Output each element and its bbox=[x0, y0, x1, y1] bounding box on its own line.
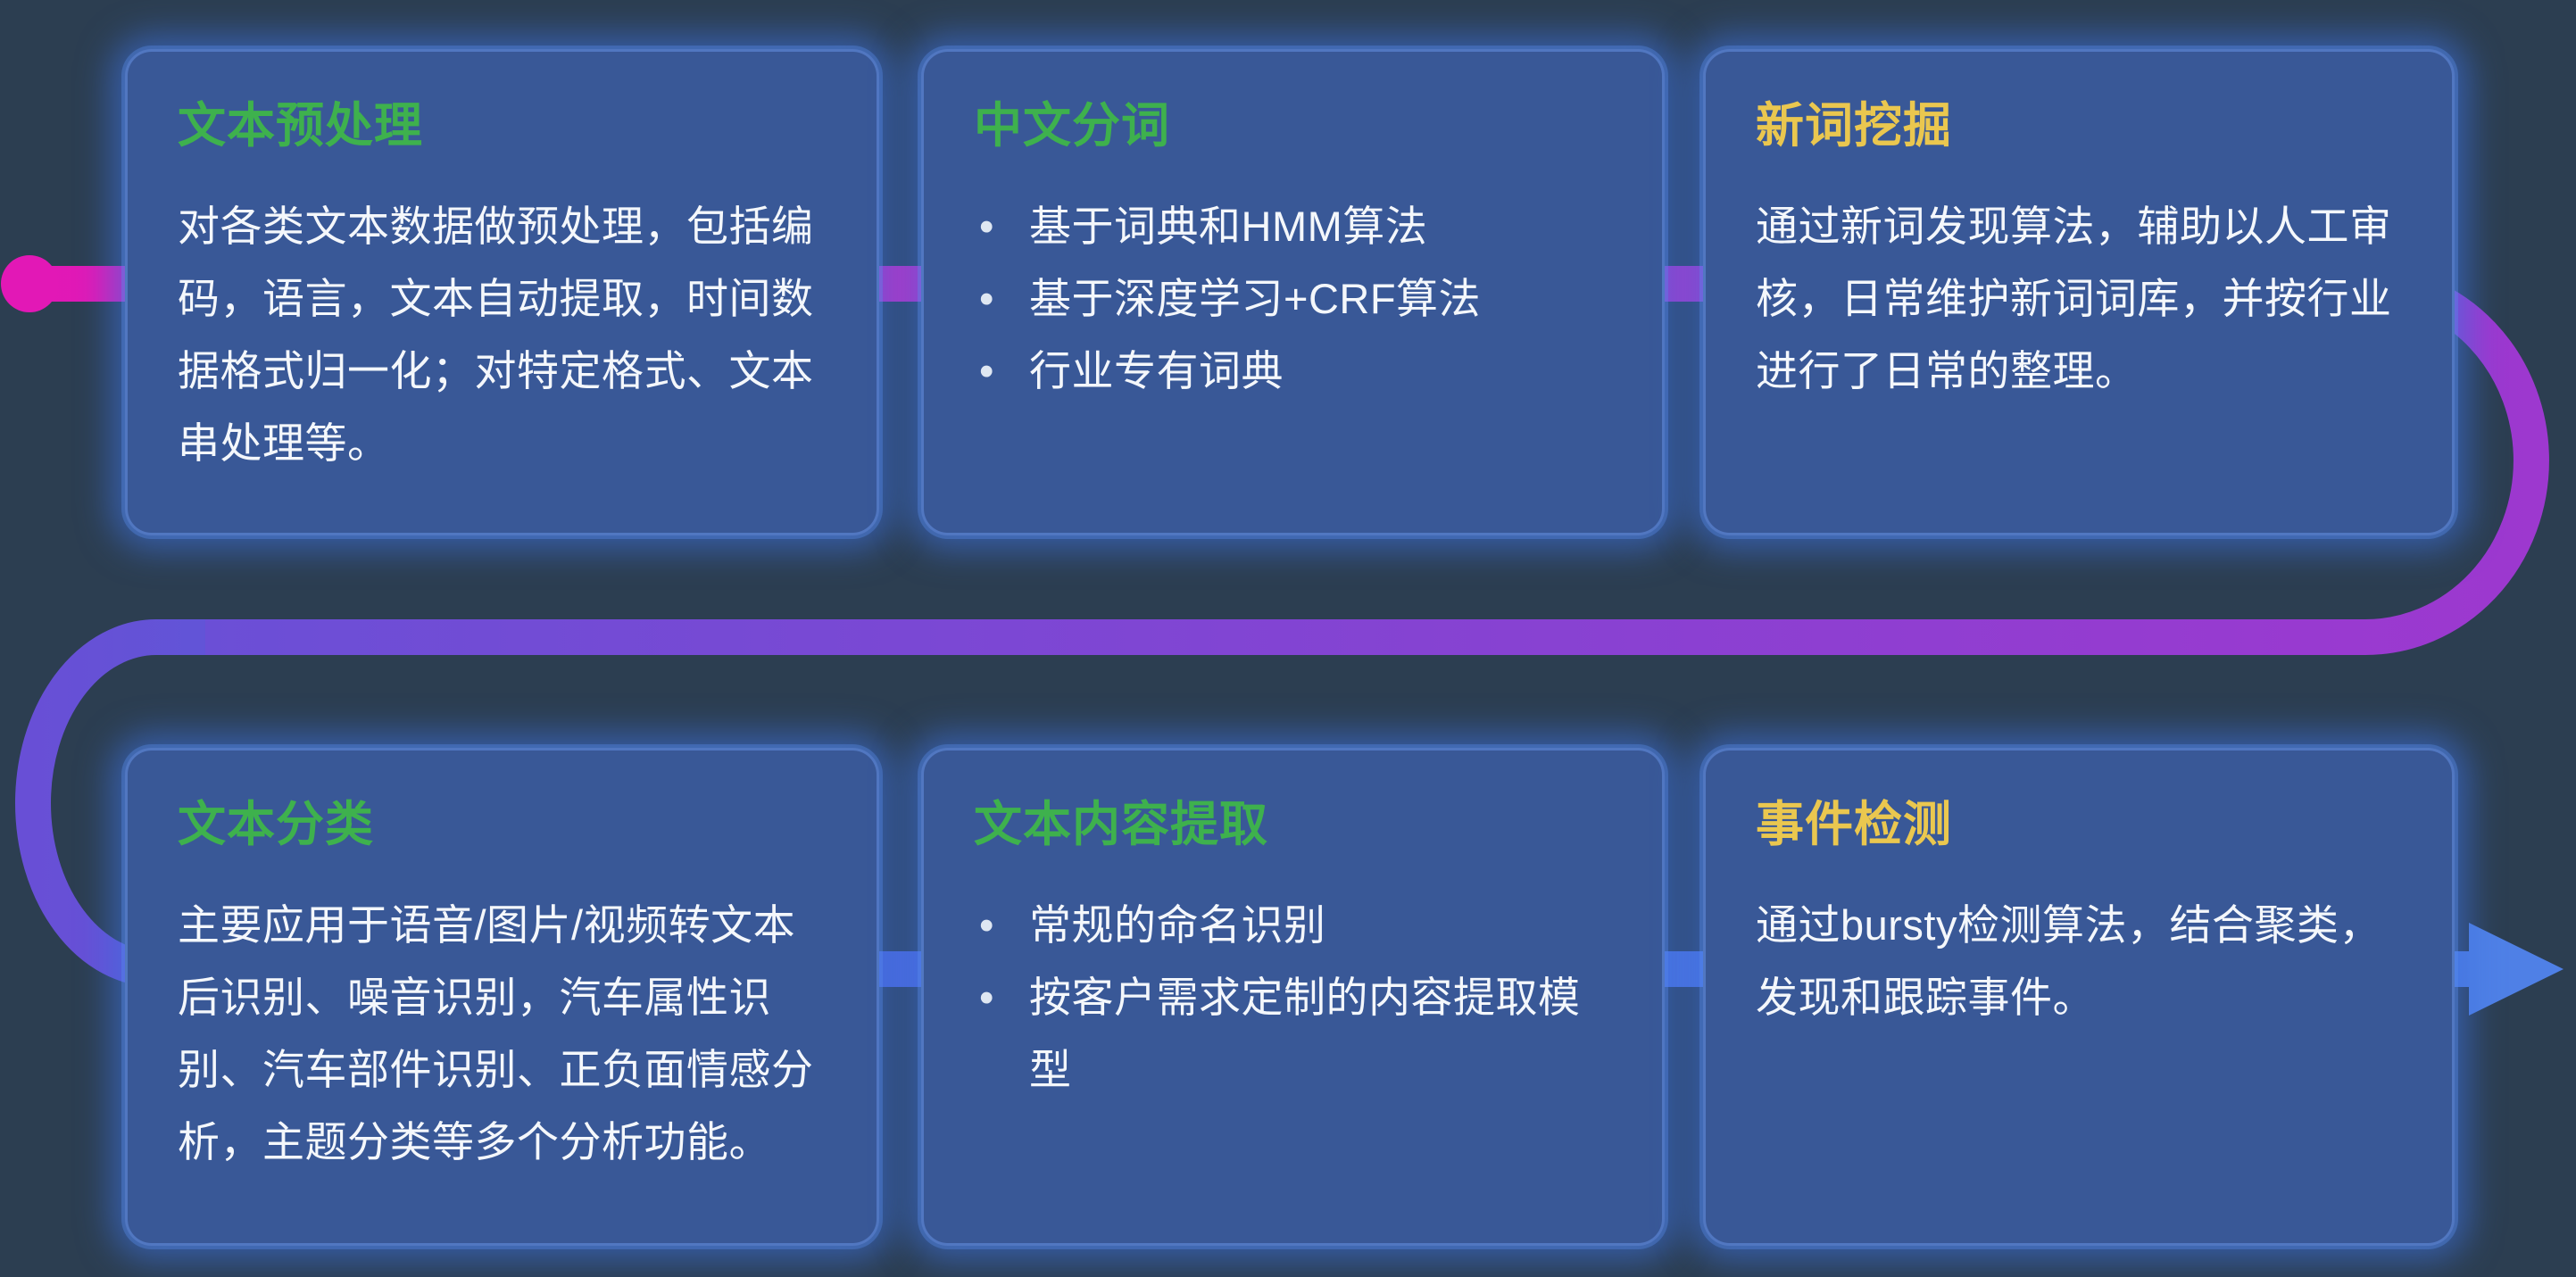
card-chinese-word-segmentation: 中文分词 基于词典和HMM算法 基于深度学习+CRF算法 行业专有词典 bbox=[921, 49, 1665, 535]
card-text-preprocessing: 文本预处理 对各类文本数据做预处理，包括编码，语言，文本自动提取，时间数据格式归… bbox=[125, 49, 879, 535]
card-title: 文本预处理 bbox=[178, 99, 423, 153]
bullet-item: 常规的命名识别 bbox=[974, 890, 1612, 962]
flow-start-dot bbox=[1, 255, 58, 312]
bullet-item: 基于深度学习+CRF算法 bbox=[974, 263, 1612, 336]
card-new-word-mining: 新词挖掘 通过新词发现算法，辅助以人工审核，日常维护新词词库，并按行业进行了日常… bbox=[1703, 49, 2455, 535]
flow-line-bottom-row bbox=[15, 619, 2481, 987]
card-body: 通过bursty检测算法，结合聚类，发现和跟踪事件。 bbox=[1756, 901, 2381, 1021]
card-body: 对各类文本数据做预处理，包括编码，语言，文本自动提取，时间数据格式归一化；对特定… bbox=[178, 203, 814, 467]
card-title: 事件检测 bbox=[1756, 798, 1952, 851]
card-body: 通过新词发现算法，辅助以人工审核，日常维护新词词库，并按行业进行了日常的整理。 bbox=[1756, 203, 2392, 394]
flow-arrow-icon bbox=[2469, 923, 2564, 1016]
bullet-item: 基于词典和HMM算法 bbox=[974, 191, 1612, 263]
card-title: 文本分类 bbox=[178, 798, 374, 851]
bullet-item: 按客户需求定制的内容提取模型 bbox=[974, 962, 1612, 1107]
card-event-detection: 事件检测 通过bursty检测算法，结合聚类，发现和跟踪事件。 bbox=[1703, 748, 2455, 1246]
card-text-content-extraction: 文本内容提取 常规的命名识别 按客户需求定制的内容提取模型 bbox=[921, 748, 1665, 1246]
card-title: 文本内容提取 bbox=[974, 798, 1268, 851]
card-title: 新词挖掘 bbox=[1756, 99, 1952, 153]
card-body: 主要应用于语音/图片/视频转文本后识别、噪音识别，汽车属性识别、汽车部件识别、正… bbox=[178, 901, 814, 1165]
bullet-list: 基于词典和HMM算法 基于深度学习+CRF算法 行业专有词典 bbox=[974, 191, 1612, 407]
bullet-item: 行业专有词典 bbox=[974, 336, 1612, 408]
bullet-list: 常规的命名识别 按客户需求定制的内容提取模型 bbox=[974, 890, 1612, 1106]
card-text-classification: 文本分类 主要应用于语音/图片/视频转文本后识别、噪音识别，汽车属性识别、汽车部… bbox=[125, 748, 879, 1246]
card-title: 中文分词 bbox=[974, 99, 1170, 153]
